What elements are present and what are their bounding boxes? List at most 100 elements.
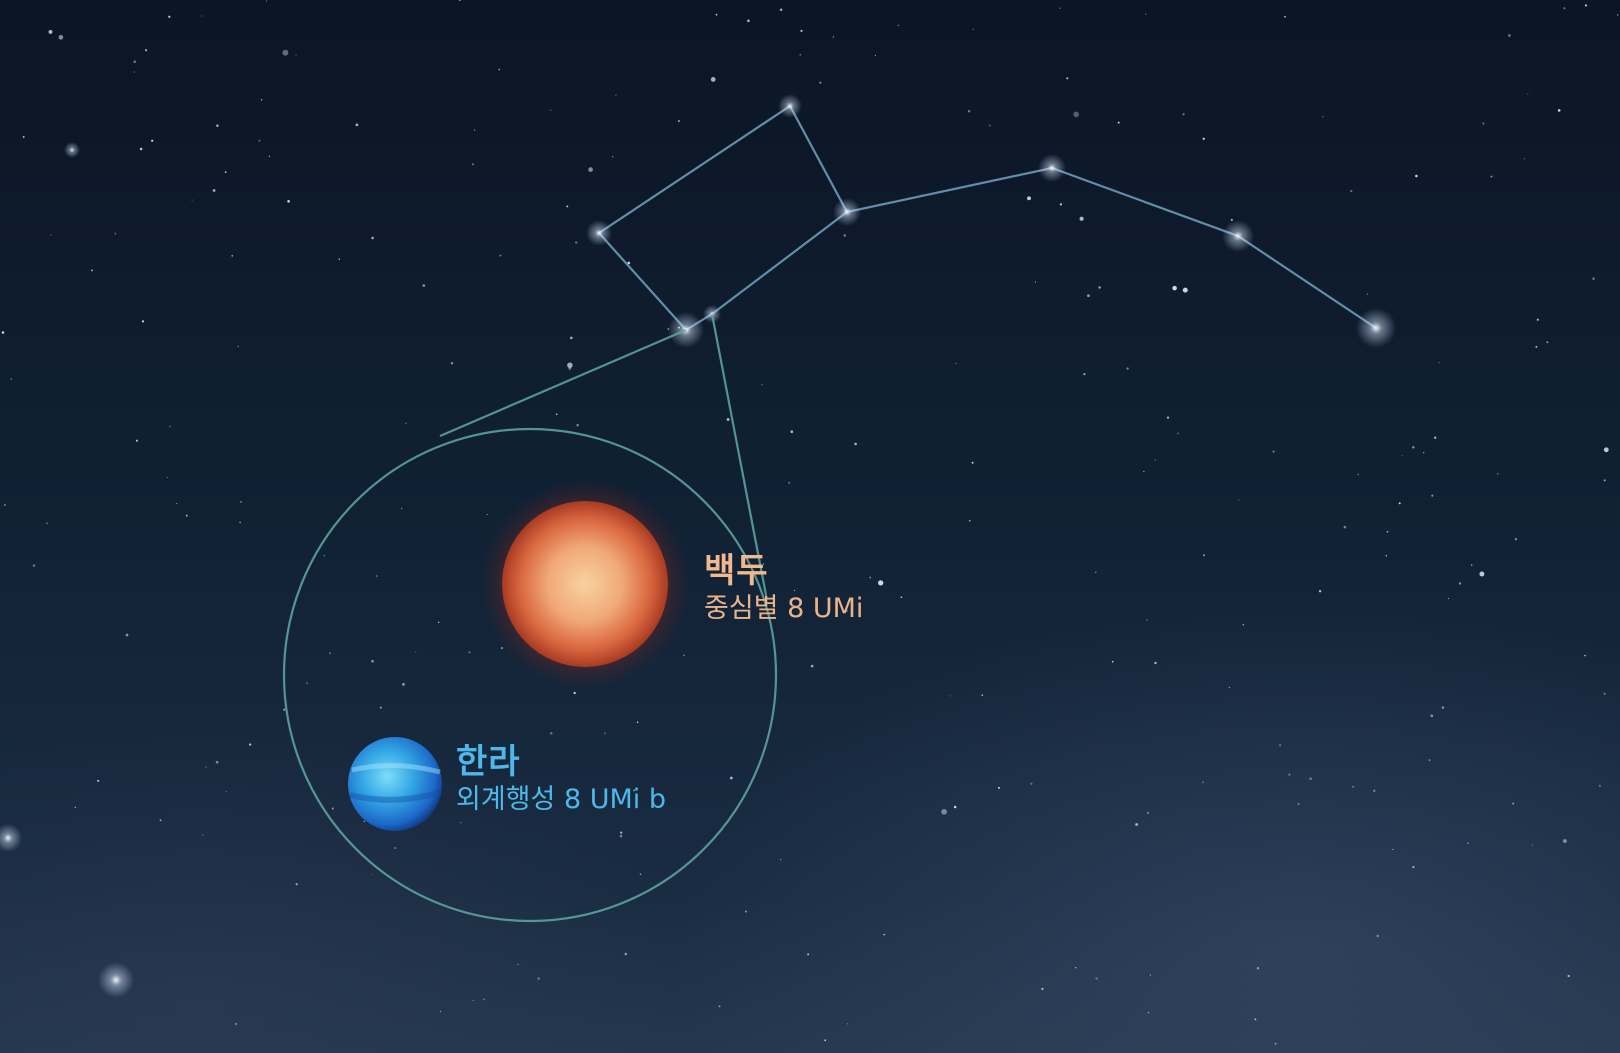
background-star [854,442,857,446]
constellation-bowl [597,105,849,332]
background-star [968,519,971,522]
background-star [1592,277,1595,280]
background-star [114,232,117,235]
background-star [1095,571,1097,574]
background-star [151,139,154,142]
background-star [710,77,716,82]
background-star [1401,454,1403,457]
background-star [216,124,219,127]
background-star [97,779,100,782]
background-star [846,1023,849,1025]
background-star [1563,7,1566,10]
background-star [363,820,365,823]
background-star [141,320,145,323]
background-star [371,659,374,663]
background-star [405,422,407,425]
background-star [550,109,552,111]
constellation-stars [586,94,1396,348]
background-star [799,53,802,56]
constellation-handle [846,166,1377,329]
background-star [458,0,461,2]
background-star [323,555,325,557]
background-star [212,189,216,192]
host-star-name: 백두 [704,551,769,591]
background-star [1415,174,1418,178]
background-star [266,0,268,2]
background-star [401,507,403,510]
background-star [633,789,636,792]
background-star [201,834,204,837]
background-star [1202,554,1206,557]
background-star [636,721,639,723]
background-star [144,49,148,52]
background-star [588,167,593,172]
background-star [169,425,171,428]
background-star [1041,987,1044,990]
background-star [450,362,454,365]
background-star [869,576,872,579]
background-star [1146,619,1148,621]
background-star [249,743,252,746]
background-star [472,999,474,1002]
background-star [1087,294,1090,298]
callout-line-left [439,328,687,438]
background-star [790,430,794,434]
background-star [1117,121,1120,124]
background-star [1441,706,1445,709]
background-star [1546,341,1549,344]
background-star [74,806,77,809]
background-star [371,874,373,876]
background-star [988,124,991,127]
background-star [1423,452,1425,454]
background-star [1482,122,1485,125]
background-star [1535,345,1538,348]
background-star [1458,582,1462,585]
background-star [1434,436,1437,439]
background-star [1350,189,1353,193]
background-star [1274,1042,1277,1045]
background-star [1392,848,1394,850]
background-star [1228,686,1231,689]
background-star [1490,175,1493,178]
background-star [1372,789,1376,793]
background-star [1431,494,1434,497]
background-star [139,147,143,151]
background-star [1059,203,1063,206]
background-star [1536,318,1539,321]
exoplanet [348,737,442,831]
background-star [1318,589,1322,593]
background-star [639,873,642,876]
background-star [1366,293,1369,295]
background-star [48,29,53,34]
background-star [1098,286,1101,289]
background-star [191,199,193,201]
background-star [832,36,835,38]
background-star [537,977,541,980]
background-star [729,776,733,780]
background-star [611,155,614,158]
background-star [549,732,553,735]
background-star [874,54,877,57]
background-star [997,786,1001,789]
background-star [176,502,178,504]
background-star [1254,1018,1257,1021]
background-star [237,345,240,348]
background-star [972,28,974,31]
background-star [1584,654,1586,657]
bright-background-star [0,824,22,852]
background-star [133,60,137,64]
background-star [1279,744,1282,747]
background-star [22,135,25,138]
background-star [402,683,405,686]
background-star [1322,116,1324,118]
background-star [1467,842,1470,845]
constellation-star [586,220,612,246]
background-star [1512,802,1515,805]
background-star [1514,538,1518,541]
background-star [953,805,957,809]
background-star [215,760,219,764]
background-star [472,163,474,166]
